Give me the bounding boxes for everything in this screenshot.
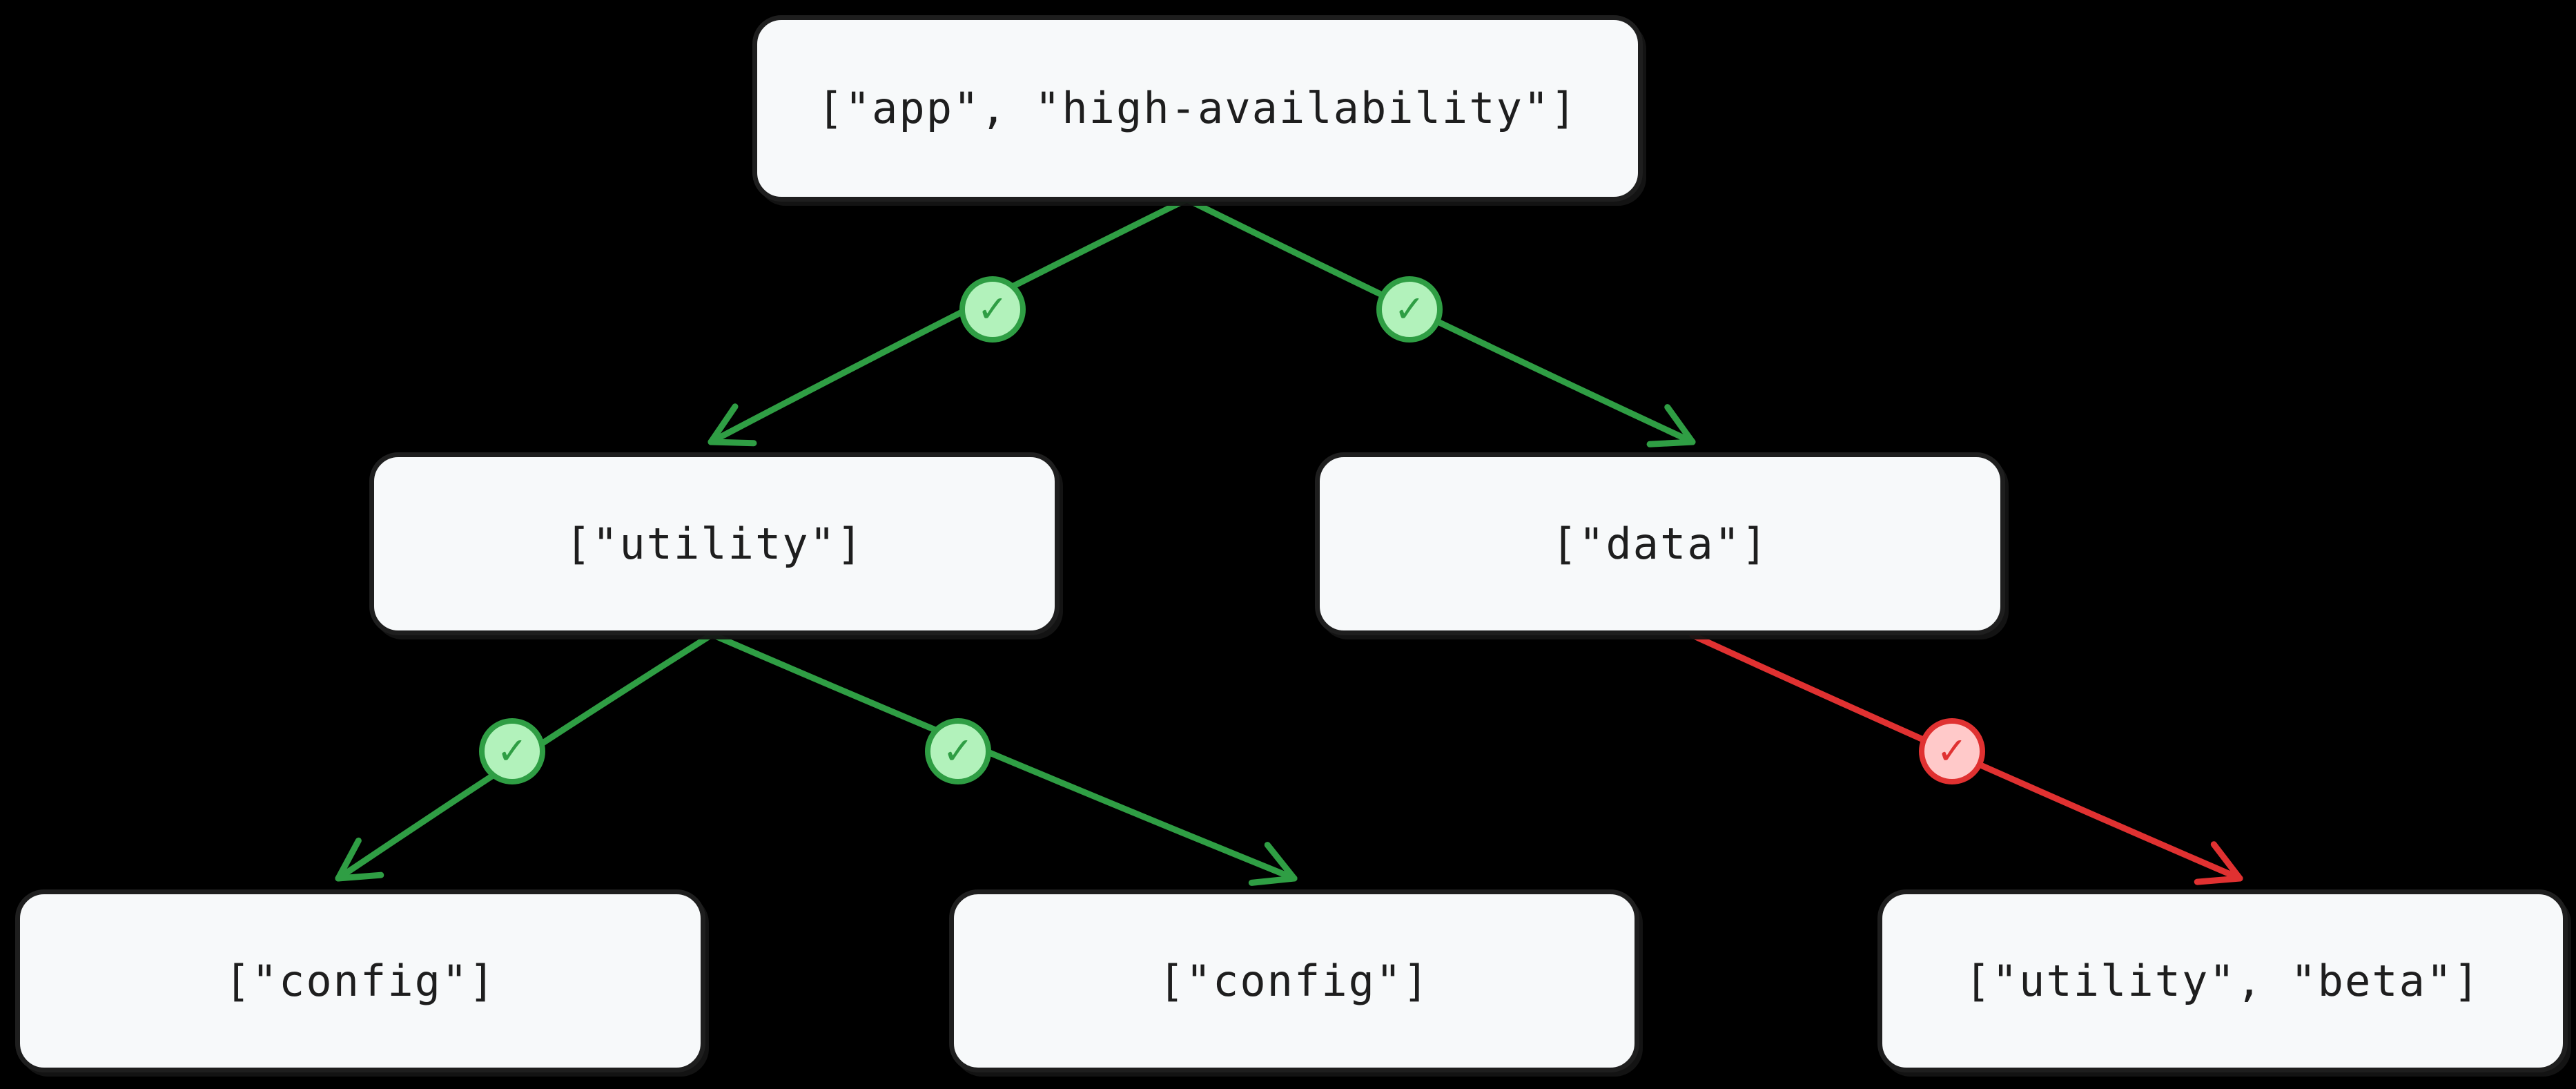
arrowhead-barb-0 bbox=[708, 403, 739, 445]
arrowhead-barb-0 bbox=[1248, 875, 1298, 886]
tree-node-label: ["app", "high-availability"] bbox=[817, 83, 1578, 133]
edge-line bbox=[710, 632, 1298, 882]
check-icon: ✓ bbox=[1394, 287, 1425, 331]
arrowhead-barb-0 bbox=[1646, 439, 1696, 447]
tree-node-l1a[interactable]: ["utility"] bbox=[369, 452, 1060, 635]
check-icon: ✓ bbox=[1936, 729, 1968, 773]
tree-node-l2c[interactable]: ["utility", "beta"] bbox=[1877, 889, 2568, 1072]
tree-node-label: ["config"] bbox=[1158, 955, 1430, 1006]
arrowhead-barb-1 bbox=[1664, 404, 1696, 445]
edge-root-to-l1b bbox=[1185, 197, 1696, 447]
edge-badge-pass-l1a-l2a[interactable]: ✓ bbox=[479, 718, 545, 784]
edge-l1a-to-l2b bbox=[710, 632, 1298, 886]
tree-node-label: ["data"] bbox=[1551, 518, 1769, 569]
edge-line bbox=[1185, 197, 1696, 445]
edge-badge-pass-root-l1a[interactable]: ✓ bbox=[959, 276, 1026, 343]
edge-badge-pass-l1a-l2b[interactable]: ✓ bbox=[925, 718, 991, 784]
arrowhead-barb-0 bbox=[2194, 875, 2243, 885]
check-icon: ✓ bbox=[977, 287, 1008, 331]
edge-badge-fail-l1b-l2c[interactable]: ✓ bbox=[1919, 718, 1985, 784]
tree-node-label: ["utility"] bbox=[565, 518, 864, 569]
tree-node-root[interactable]: ["app", "high-availability"] bbox=[752, 15, 1643, 202]
arrowhead-barb-1 bbox=[335, 871, 384, 882]
arrowhead-barb-1 bbox=[1264, 842, 1298, 882]
edge-line bbox=[708, 197, 1189, 445]
tree-node-label: ["utility", "beta"] bbox=[1964, 955, 2481, 1006]
check-icon: ✓ bbox=[496, 729, 528, 773]
arrowhead-barb-1 bbox=[708, 439, 757, 447]
edge-root-to-l1a bbox=[708, 197, 1189, 447]
check-icon: ✓ bbox=[942, 729, 974, 773]
tree-node-l1b[interactable]: ["data"] bbox=[1315, 452, 2005, 635]
tree-node-l2a[interactable]: ["config"] bbox=[15, 889, 705, 1072]
edge-badge-pass-root-l1b[interactable]: ✓ bbox=[1376, 276, 1443, 343]
tree-node-l2b[interactable]: ["config"] bbox=[949, 889, 1639, 1072]
arrowhead-barb-1 bbox=[2210, 841, 2243, 882]
tree-node-label: ["config"] bbox=[224, 955, 496, 1006]
arrowhead-barb-0 bbox=[335, 837, 362, 882]
